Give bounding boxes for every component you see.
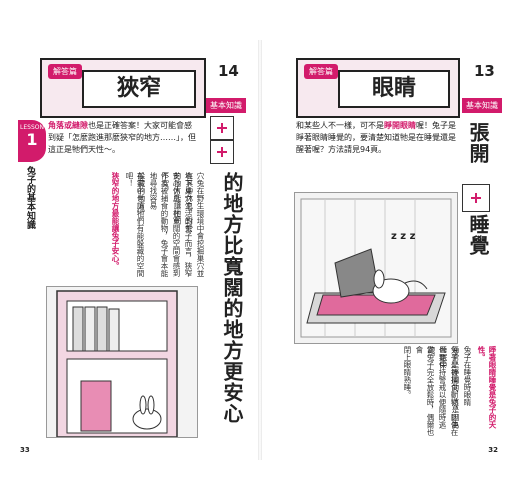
lesson-label: LESSON	[20, 124, 44, 131]
intro-body: 和某些人不一樣，可不是	[296, 121, 384, 130]
question-number: 13	[474, 62, 495, 80]
bookshelf-illustration	[46, 286, 198, 438]
body-column: 也要保持警戒以便隨時逃跑。	[427, 346, 447, 429]
body-column: 在家中也讓牠們有能躲藏的空間吧！	[125, 172, 145, 277]
intro-highlight: 角落或縫隙	[48, 121, 88, 130]
bookshelf-drawing	[56, 290, 178, 437]
sleep-sound: z z z	[391, 231, 416, 242]
side-title: 張開	[466, 122, 490, 164]
qa-tag: 解答篇	[48, 64, 82, 79]
intro-text: 和某些人不一樣，可不是睜開眼睛喔！兔子是睜著眼睛睡覺的，要清楚知道牠是在睡覺還是…	[296, 120, 456, 156]
body-column: 地下巢穴生活的兔子而言，狹窄的地方能讓牠們	[173, 172, 193, 277]
body-column: 閉上眼睛熟睡。	[403, 346, 412, 399]
knowledge-badge: 基本知識	[462, 98, 502, 113]
body-column: 安心休息。在寬闊的空間會感到不安。	[161, 172, 181, 277]
body-column: 兔子在睡覺時眼睛	[463, 346, 472, 406]
body-column: 兔子是被捕食動物，即使在睡眠中	[439, 346, 459, 436]
body-highlight: 睜著眼睛睡覺是兔子的天性。	[477, 346, 497, 429]
page-title: 眼睛	[338, 70, 450, 108]
knowledge-badge: 基本知識	[206, 98, 246, 113]
headline: 的地方比寬闊的地方更安心	[220, 172, 244, 424]
body-highlight: 狹窄的地方最能讓兔子安心。	[111, 172, 120, 270]
body-column: 作為被捕食的動物，兔子會本能地尋找容易	[149, 172, 169, 277]
intro-body-2: 喔！兔子是睜著眼睛睡覺的，要清楚知道牠是在睡覺還是醒著喔？方法請見94頁。	[296, 121, 456, 154]
title-banner: 解答篇 狹窄	[40, 58, 206, 118]
page-title: 狹窄	[82, 70, 196, 108]
page-number: 32	[488, 446, 498, 454]
body-column: 通常是睜開的，這是因為	[451, 346, 460, 429]
page-number: 33	[20, 446, 30, 454]
lesson-number: 1	[26, 130, 38, 149]
title-banner: 解答篇 眼睛	[296, 58, 460, 118]
body-column: 穴兔在野生環境中會挖掘巢穴並在其中休息，對於	[185, 172, 205, 277]
intro-body: 也是正確答案！大家可能會感到疑「怎麼跑進那麼狹窄的地方……」，但這正是牠們天性～…	[48, 121, 196, 154]
question-number: 14	[218, 62, 239, 80]
cage-drawing	[300, 198, 452, 338]
cage-illustration: z z z	[294, 192, 458, 344]
side-title: 睡覺	[466, 214, 490, 256]
body-column: 當兔子完全放鬆時，偶爾也會	[415, 346, 435, 436]
lesson-tab: LESSON 1	[18, 120, 46, 162]
answer-box	[462, 184, 490, 212]
right-page: 解答篇 眼睛 13 基本知識 和某些人不一樣，可不是睜開眼睛喔！兔子是睜著眼睛睡…	[266, 40, 502, 460]
chapter-side-label: 兔子的基本知識	[25, 166, 35, 229]
intro-highlight: 睜開眼睛	[384, 121, 416, 130]
body-column: 躲藏的地方。	[137, 172, 146, 217]
answer-box	[210, 116, 234, 140]
intro-text: 角落或縫隙也是正確答案！大家可能會感到疑「怎麼跑進那麼狹窄的地方……」，但這正是…	[48, 120, 198, 156]
answer-box	[210, 140, 234, 164]
qa-tag: 解答篇	[304, 64, 338, 79]
book-gutter	[258, 40, 262, 460]
left-page: 解答篇 狹窄 14 基本知識 LESSON 1 兔子的基本知識 角落或縫隙也是正…	[18, 40, 256, 460]
